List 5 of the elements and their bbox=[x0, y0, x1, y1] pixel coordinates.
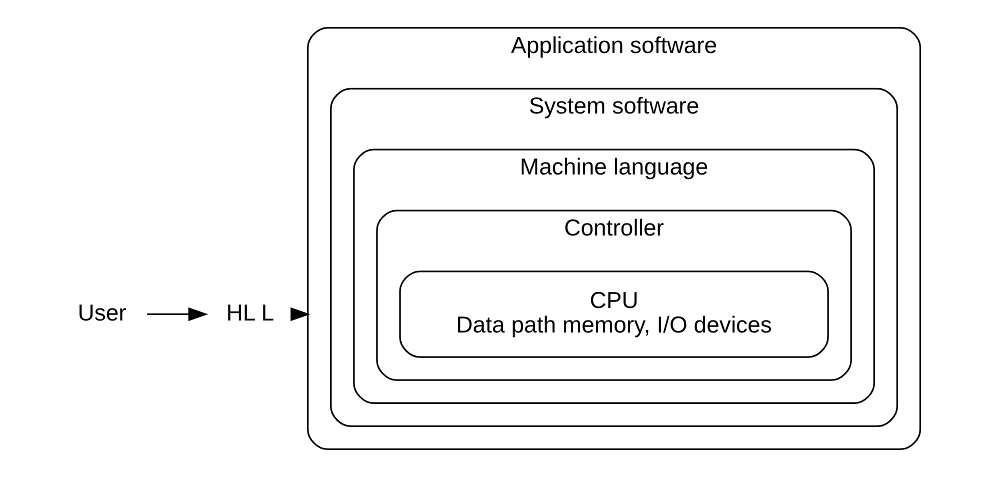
arrow bbox=[290, 307, 310, 322]
arrow bbox=[147, 307, 208, 322]
node-text: HL L bbox=[226, 299, 274, 326]
node-text: User bbox=[78, 299, 126, 326]
node-box: CPU Data path memory, I/O devices bbox=[399, 270, 829, 358]
